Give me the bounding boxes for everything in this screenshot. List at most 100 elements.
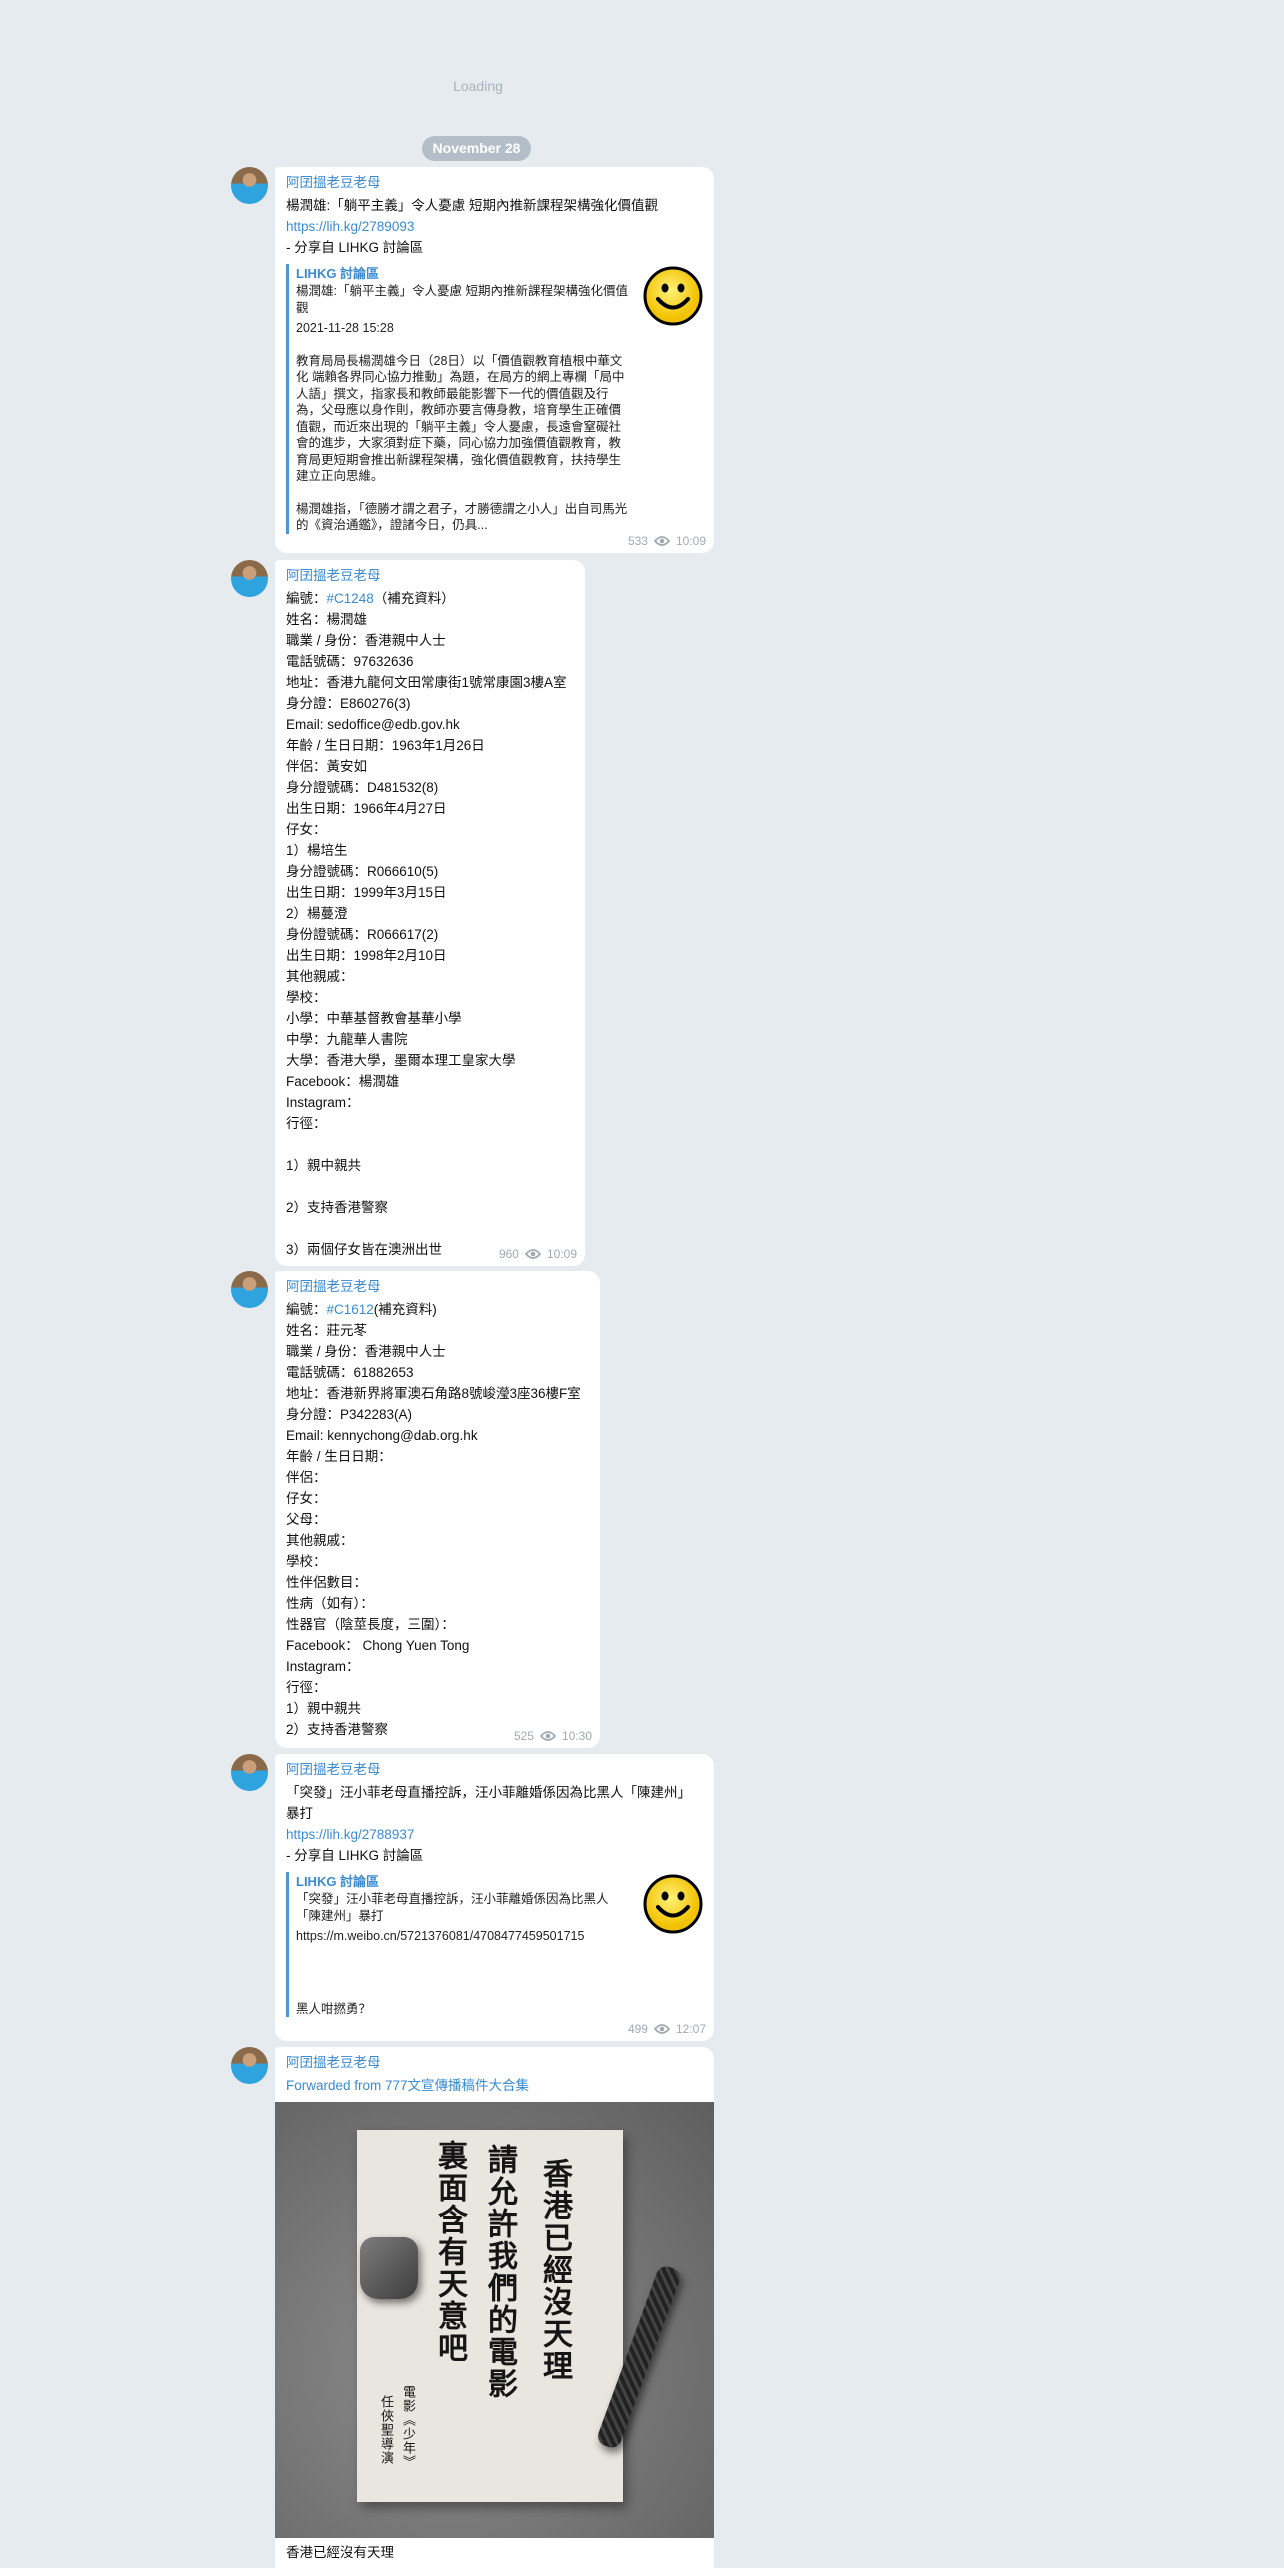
message-line: 身分證：P342283(A) bbox=[286, 1407, 413, 1422]
message-line: 學校： bbox=[286, 1554, 327, 1569]
message-line: 行徑： bbox=[286, 1680, 327, 1695]
photo-caption: 香港已經沒有天理 bbox=[286, 2545, 394, 2560]
message-photo[interactable]: 香港已經沒天理 請允許我們的電影 裏面含有天意吧 電影《少年》 任俠聖導演 bbox=[275, 2102, 714, 2538]
message-meta: 960 10:09 bbox=[499, 1246, 577, 1262]
message-line bbox=[286, 1176, 574, 1197]
view-count: 499 bbox=[627, 2022, 648, 2036]
avatar[interactable] bbox=[231, 1754, 268, 1791]
message-link[interactable]: https://lih.kg/2789093 bbox=[286, 219, 415, 234]
message-time: 10:30 bbox=[561, 1729, 592, 1743]
avatar[interactable] bbox=[231, 1271, 268, 1308]
forwarded-from[interactable]: Forwarded from 777文宣傳播稿件大合集 bbox=[286, 2075, 703, 2096]
message-line: 性器官（陰莖長度，三圍）： bbox=[286, 1617, 455, 1632]
message-meta: 525 10:30 bbox=[514, 1728, 592, 1744]
eye-icon bbox=[539, 1731, 556, 1741]
avatar[interactable] bbox=[231, 2047, 268, 2084]
calligraphy-credit: 電影《少年》 bbox=[400, 2385, 415, 2469]
sender-name[interactable]: 阿囝搵老豆老母 bbox=[286, 2055, 381, 2070]
message-time: 10:09 bbox=[675, 534, 706, 548]
message-line: 職業 / 身份：香港親中人士 bbox=[286, 633, 446, 648]
message-line: 仔女： bbox=[286, 1491, 327, 1506]
calligraphy-credit: 任俠聖導演 bbox=[378, 2395, 393, 2465]
message-bubble: 阿囝搵老豆老母 編號：#C1612(補充資料) 姓名：莊元苳職業 / 身份：香港… bbox=[275, 1271, 600, 1748]
message-line: 身分證號碼：D481532(8) bbox=[286, 780, 439, 795]
message-line: 姓名：楊潤雄 bbox=[286, 612, 367, 627]
message-bubble: 阿囝搵老豆老母 編號：#C1248（補充資料） 姓名：楊潤雄職業 / 身份：香港… bbox=[275, 560, 585, 1266]
forwarded-label: Forwarded from bbox=[286, 2078, 386, 2093]
sender-name[interactable]: 阿囝搵老豆老母 bbox=[286, 1279, 381, 1294]
preview-title: 「突發」汪小菲老母直播控訴，汪小菲離婚係因為比黑人「陳建州」暴打 bbox=[296, 1892, 609, 1923]
message-line: 1）親中親共 bbox=[286, 1701, 362, 1716]
message-meta: 533 10:09 bbox=[628, 533, 706, 549]
eye-icon bbox=[653, 536, 670, 546]
calligraphy-column: 香港已經沒天理 bbox=[537, 2158, 572, 2382]
link-preview[interactable]: LIHKG 討論區 楊潤雄:「躺平主義」令人憂慮 短期內推新課程架構強化價值觀 … bbox=[286, 264, 703, 534]
calligraphy-column: 裏面含有天意吧 bbox=[432, 2140, 467, 2364]
eye-icon bbox=[524, 1249, 541, 1259]
avatar[interactable] bbox=[231, 167, 268, 204]
date-separator: November 28 bbox=[422, 136, 531, 161]
sender-name[interactable]: 阿囝搵老豆老母 bbox=[286, 1762, 381, 1777]
message-line: 身分證號碼：R066610(5) bbox=[286, 864, 439, 879]
calligraphy-paper: 香港已經沒天理 請允許我們的電影 裏面含有天意吧 電影《少年》 任俠聖導演 bbox=[357, 2130, 623, 2502]
preview-title: 楊潤雄:「躺平主義」令人憂慮 短期內推新課程架構強化價值觀 bbox=[296, 284, 628, 315]
message-line: 小學：中華基督教會基華小學 bbox=[286, 1011, 462, 1026]
message-line: 伴侶： bbox=[286, 1470, 327, 1485]
hashtag-link[interactable]: #C1612 bbox=[326, 1302, 374, 1317]
message-line: Instagram： bbox=[286, 1095, 360, 1110]
calligraphy-column: 請允許我們的電影 bbox=[482, 2144, 517, 2400]
forwarded-source[interactable]: 777文宣傳播稿件大合集 bbox=[385, 2078, 530, 2093]
preview-url: https://m.weibo.cn/5721376081/4708477459… bbox=[296, 1929, 585, 1943]
message-line: 出生日期：1966年4月27日 bbox=[286, 801, 447, 816]
message-line: 性伴侶數目： bbox=[286, 1575, 367, 1590]
hashtag-link[interactable]: #C1248 bbox=[326, 591, 374, 606]
message-line: 身份證號碼：R066617(2) bbox=[286, 927, 439, 942]
message-line: 電話號碼：61882653 bbox=[286, 1365, 414, 1380]
avatar[interactable] bbox=[231, 560, 268, 597]
share-line: - 分享自 LIHKG 討論區 bbox=[286, 1848, 424, 1863]
sender-name[interactable]: 阿囝搵老豆老母 bbox=[286, 568, 381, 583]
label: 編號： bbox=[286, 1302, 327, 1317]
link-preview[interactable]: LIHKG 討論區 「突發」汪小菲老母直播控訴，汪小菲離婚係因為比黑人「陳建州」… bbox=[286, 1872, 703, 2017]
message-line: 1）親中親共 bbox=[286, 1158, 362, 1173]
message-line: 中學：九龍華人書院 bbox=[286, 1032, 408, 1047]
message-line bbox=[286, 1218, 574, 1239]
message-bubble: 阿囝搵老豆老母 Forwarded from 777文宣傳播稿件大合集 香港已經… bbox=[275, 2047, 714, 2568]
preview-body: 教育局局長楊潤雄今日（28日）以「價值觀教育植根中華文化 端賴各界同心協力推動」… bbox=[296, 353, 625, 484]
message-line: 大學：香港大學，墨爾本理工皇家大學 bbox=[286, 1053, 516, 1068]
message-bubble: 阿囝搵老豆老母 楊潤雄:「躺平主義」令人憂慮 短期內推新課程架構強化價值觀 ht… bbox=[275, 167, 714, 553]
message-line: 行徑： bbox=[286, 1116, 327, 1131]
message-line: Email: kennychong@dab.org.hk bbox=[286, 1428, 478, 1443]
message-line: 姓名：莊元苳 bbox=[286, 1323, 367, 1338]
message-text: 「突發」汪小菲老母直播控訴，汪小菲離婚係因為比黑人「陳建州」暴打 bbox=[286, 1785, 691, 1821]
fist-figurine bbox=[360, 2237, 418, 2299]
message-line: 年齡 / 生日日期：1963年1月26日 bbox=[286, 738, 485, 753]
message-line: 出生日期：1998年2月10日 bbox=[286, 948, 447, 963]
preview-body-2: 楊潤雄指，「德勝才謂之君子，才勝德謂之小人」出自司馬光的《資治通鑑》，證諸今日，… bbox=[296, 501, 628, 533]
message-line: Facebook：楊潤雄 bbox=[286, 1074, 400, 1089]
preview-body: 黑人咁撚勇？ bbox=[296, 2001, 372, 2016]
message-line: 仔女： bbox=[286, 822, 327, 837]
sender-name[interactable]: 阿囝搵老豆老母 bbox=[286, 175, 381, 190]
message-line: 編號：#C1612(補充資料) bbox=[286, 1299, 589, 1320]
preview-site-name: LIHKG 討論區 bbox=[296, 266, 380, 281]
message-line: 職業 / 身份：香港親中人士 bbox=[286, 1344, 446, 1359]
smiley-thumbnail-icon bbox=[643, 266, 703, 326]
message-line: 學校： bbox=[286, 990, 327, 1005]
message-line: 2）支持香港警察 bbox=[286, 1200, 389, 1215]
message-line: Facebook： Chong Yuen Tong bbox=[286, 1638, 470, 1653]
message-link[interactable]: https://lih.kg/2788937 bbox=[286, 1827, 415, 1842]
message-text: 楊潤雄:「躺平主義」令人憂慮 短期內推新課程架構強化價值觀 bbox=[286, 198, 659, 213]
message-line: 3）兩個仔女皆在澳洲出世 bbox=[286, 1242, 443, 1257]
message-line: 2）楊蔓澄 bbox=[286, 906, 348, 921]
message-line: 地址：香港九龍何文田常康街1號常康園3樓A室 bbox=[286, 675, 567, 690]
share-line: - 分享自 LIHKG 討論區 bbox=[286, 240, 424, 255]
view-count: 525 bbox=[513, 1729, 534, 1743]
message-line: 性病（如有）： bbox=[286, 1596, 374, 1611]
message-time: 10:09 bbox=[546, 1247, 577, 1261]
message-line: 其他親戚： bbox=[286, 1533, 354, 1548]
smiley-thumbnail-icon bbox=[643, 1874, 703, 1934]
message-line: 出生日期：1999年3月15日 bbox=[286, 885, 447, 900]
